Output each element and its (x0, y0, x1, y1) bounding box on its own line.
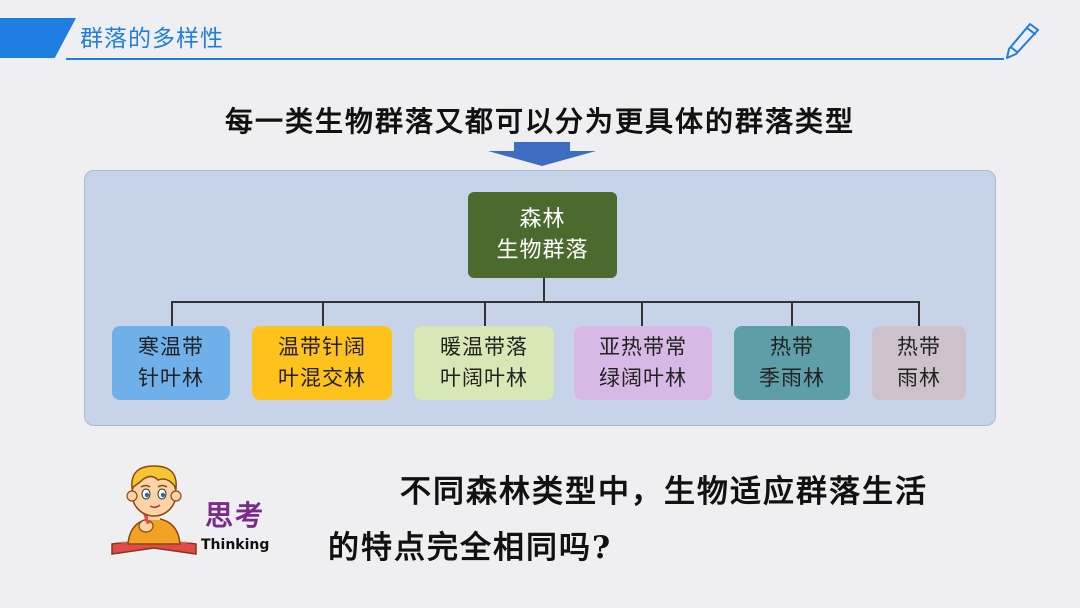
child-node-line2: 雨林 (897, 366, 941, 390)
thinking-label-en: Thinking (201, 537, 270, 553)
connector-drop-3 (484, 302, 486, 326)
down-arrow-icon (488, 142, 596, 166)
slide-title: 群落的多样性 (80, 26, 224, 52)
pen-icon (1006, 23, 1039, 59)
child-node-line1: 热带 (770, 335, 814, 359)
child-node-line1: 暖温带落 (440, 335, 528, 359)
child-node-boreal-coniferous: 寒温带 针叶林 (112, 326, 230, 400)
thinking-kid-icon (111, 465, 197, 555)
connector-root-stem (543, 278, 545, 302)
header-accent (0, 18, 76, 58)
connector-drop-5 (791, 302, 793, 326)
child-node-tropical-rainforest: 热带 雨林 (872, 326, 966, 400)
child-node-line2: 针叶林 (138, 366, 204, 390)
child-node-warm-temperate-deciduous: 暖温带落 叶阔叶林 (414, 326, 554, 400)
child-node-temperate-mixed: 温带针阔 叶混交林 (252, 326, 392, 400)
child-node-line2: 叶混交林 (278, 366, 366, 390)
child-node-line1: 温带针阔 (278, 335, 366, 359)
child-node-subtropical-evergreen: 亚热带常 绿阔叶林 (574, 326, 712, 400)
child-node-line1: 寒温带 (138, 335, 204, 359)
child-node-line1: 亚热带常 (599, 335, 687, 359)
connector-drop-2 (322, 302, 324, 326)
root-node-line2: 生物群落 (496, 238, 589, 263)
headline: 每一类生物群落又都可以分为更具体的群落类型 (224, 105, 855, 138)
child-node-line1: 热带 (897, 335, 941, 359)
question-line-2: 的特点完全相同吗? (328, 530, 613, 566)
child-node-line2: 季雨林 (759, 366, 825, 390)
header-underline (66, 58, 1004, 60)
root-node-line1: 森林 (519, 207, 566, 232)
question-line-1: 不同森林类型中，生物适应群落生活 (400, 474, 928, 510)
child-node-tropical-monsoon: 热带 季雨林 (734, 326, 850, 400)
child-node-line2: 叶阔叶林 (440, 366, 528, 390)
connector-horizontal (171, 301, 920, 303)
connector-drop-6 (918, 302, 920, 326)
connector-drop-4 (641, 302, 643, 326)
root-node-forest: 森林 生物群落 (468, 192, 617, 278)
connector-drop-1 (171, 302, 173, 326)
thinking-label-cn: 思考 (205, 499, 266, 532)
child-node-line2: 绿阔叶林 (599, 366, 687, 390)
